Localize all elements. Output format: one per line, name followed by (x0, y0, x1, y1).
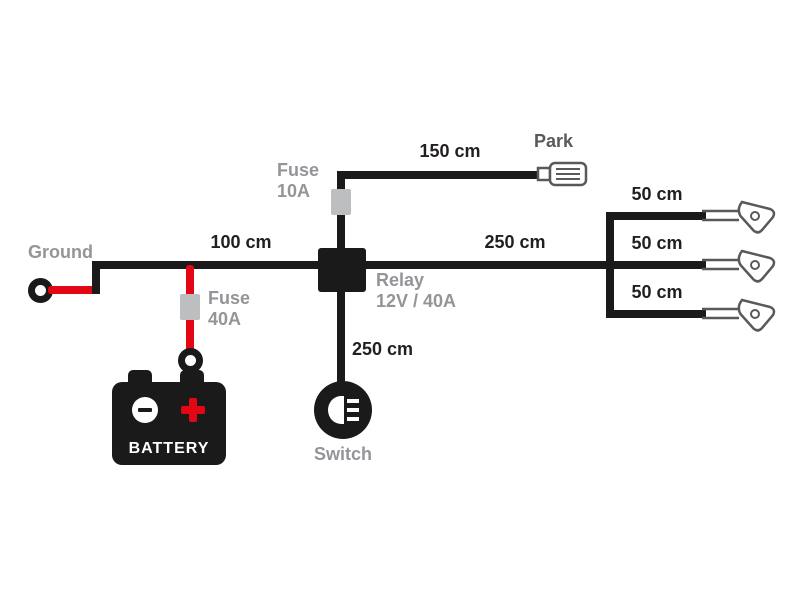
main-wire (366, 261, 610, 269)
branch-wire-top (606, 212, 706, 220)
relay-label: Relay 12V / 40A (376, 270, 456, 312)
ground-red-wire (48, 286, 98, 294)
relay-label-line1: Relay (376, 270, 425, 290)
battery-icon: BATTERY (112, 370, 226, 465)
relay-fuse-icon (331, 189, 351, 215)
battery-fuse-icon (180, 294, 200, 320)
branch-wire-bottom (606, 310, 706, 318)
battery-fuse-label: Fuse 40A (208, 288, 250, 330)
battery-fuse-label-line2: 40A (208, 309, 242, 329)
battery-plus-icon (180, 397, 206, 423)
switch-label: Switch (313, 444, 372, 464)
plus-bar-vertical (189, 398, 197, 422)
relay-fuse-label: Fuse 10A (277, 160, 319, 202)
switch-icon (314, 381, 372, 439)
light-connector-middle-icon (702, 246, 778, 289)
relay-fuse-label-line2: 10A (277, 181, 311, 201)
park-spade-connector-icon (536, 161, 588, 192)
battery-fuse-label-line1: Fuse (208, 288, 251, 308)
battery-ring-terminal-icon (178, 348, 203, 373)
battery-terminal-negative (128, 370, 152, 384)
switch-wire-length-label: 250 cm (352, 339, 414, 359)
light-connector-bottom-icon (702, 295, 778, 338)
park-wire-horizontal (337, 171, 539, 179)
ground-wire (92, 261, 322, 269)
light-connector-top-icon (702, 197, 778, 240)
switch-wire (337, 290, 345, 386)
branch-wire-middle (606, 261, 706, 269)
foglight-glyph-icon (328, 396, 359, 424)
battery-body (112, 382, 226, 465)
main-wire-length-label: 250 cm (484, 232, 546, 252)
branch-top-length-label: 50 cm (631, 184, 683, 204)
relay-fuse-label-line1: Fuse (277, 160, 320, 180)
park-label: Park (534, 131, 574, 151)
branch-bottom-length-label: 50 cm (631, 282, 683, 302)
ground-wire-length-label: 100 cm (210, 232, 272, 252)
ground-label: Ground (28, 242, 93, 262)
relay-label-line2: 12V / 40A (376, 291, 457, 311)
battery-label: BATTERY (128, 440, 210, 457)
ground-wire-riser (92, 261, 100, 294)
minus-bar (138, 408, 152, 412)
relay-icon (318, 248, 366, 292)
branch-middle-length-label: 50 cm (631, 233, 683, 253)
park-wire-length-label: 150 cm (419, 141, 481, 161)
battery-minus-icon (132, 397, 158, 423)
battery-terminal-positive (180, 370, 204, 384)
